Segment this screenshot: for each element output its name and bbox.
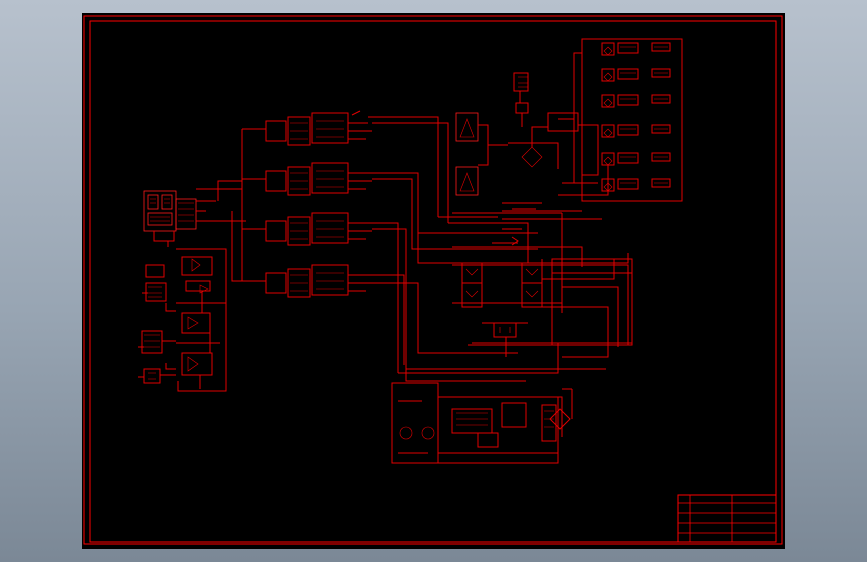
supply-section — [455, 72, 609, 220]
output-modules — [558, 38, 683, 202]
gate-driver-channels — [217, 110, 372, 298]
analog-control-block — [138, 248, 227, 392]
title-block — [677, 494, 777, 543]
schematic-drawing — [83, 15, 783, 545]
aux-supply-section — [391, 382, 573, 464]
inner-frame — [89, 20, 777, 543]
power-stage — [452, 202, 633, 357]
feedback-loops — [528, 258, 633, 358]
cad-viewport[interactable] — [82, 13, 785, 549]
signal-routing — [368, 116, 629, 382]
outer-frame — [83, 15, 783, 545]
driver-board-block — [143, 188, 246, 247]
